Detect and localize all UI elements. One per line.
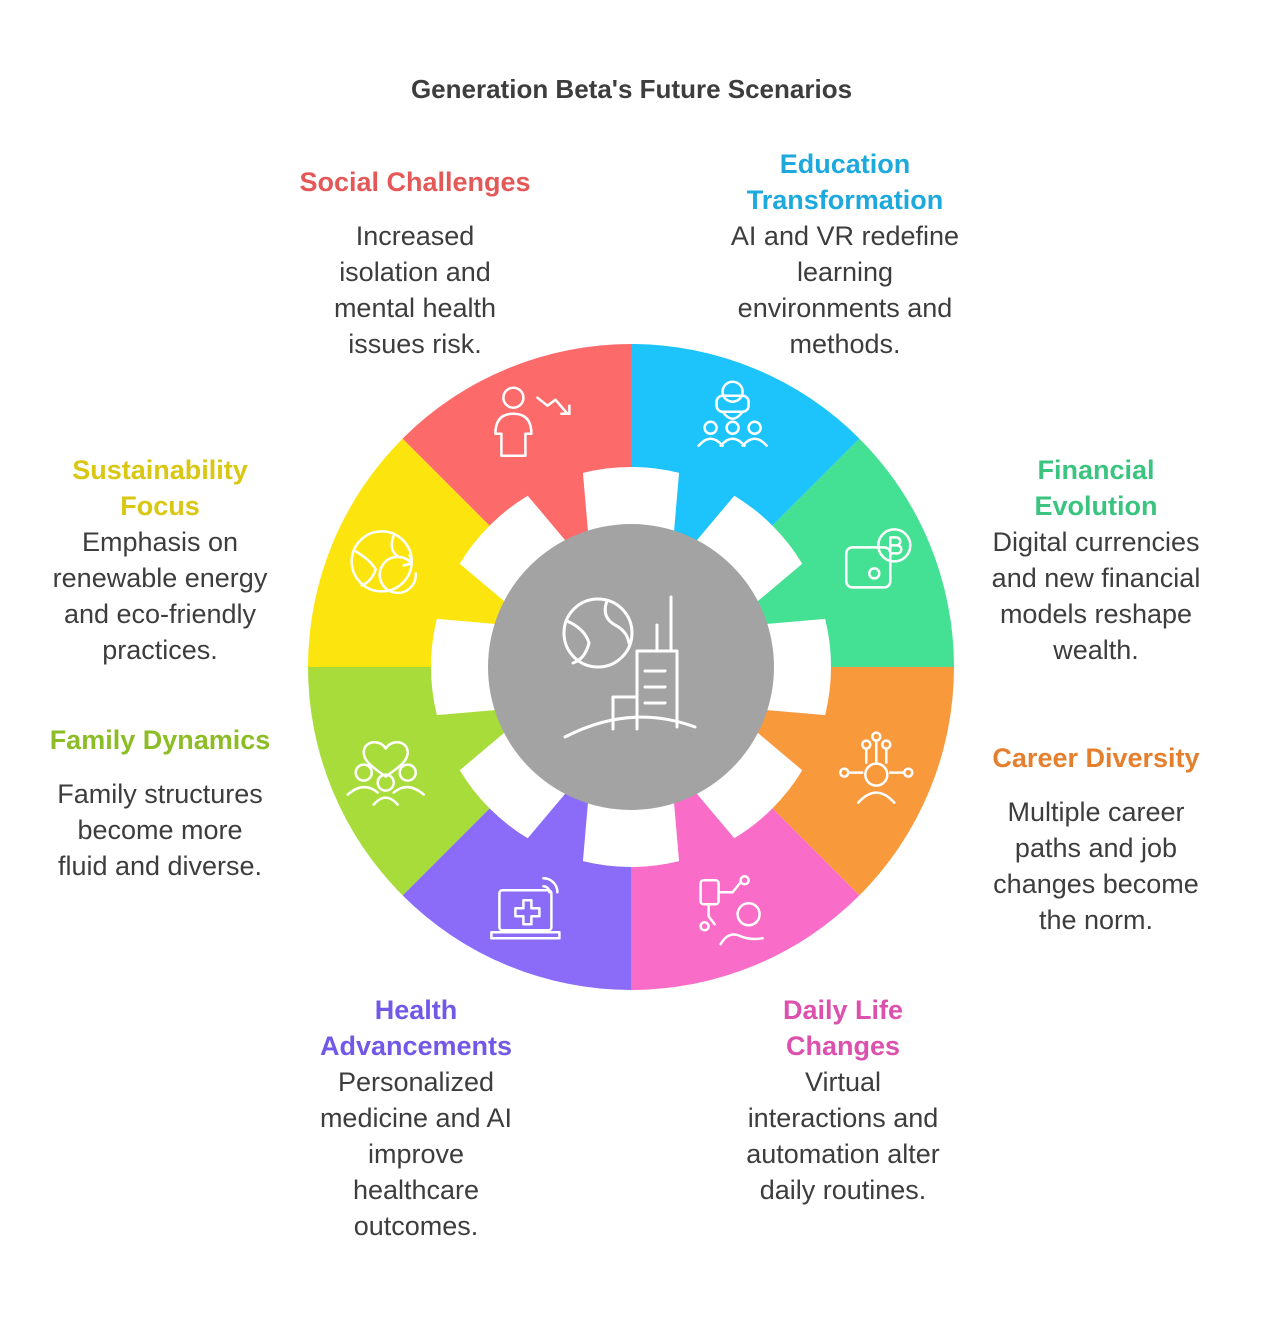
desc-line: interactions and — [747, 1103, 939, 1133]
title-line: Health — [374, 995, 458, 1025]
title-line: Family Dynamics — [49, 725, 271, 755]
title-line: Social Challenges — [299, 167, 531, 197]
desc-health: Personalized medicine and AI improve health… — [286, 1064, 546, 1244]
title-social: Social Challenges — [280, 164, 550, 200]
desc-line: AI and VR redefine — [730, 221, 960, 251]
desc-line: fluid and diverse. — [57, 851, 263, 881]
desc-financial: Digital currencies and new financial model… — [966, 524, 1226, 668]
desc-line: wealth. — [1053, 635, 1139, 665]
center-disk — [488, 524, 774, 810]
desc-line: methods. — [789, 329, 901, 359]
desc-line: Increased — [355, 221, 475, 251]
desc-line: healthcare — [352, 1175, 480, 1205]
title-line: Transformation — [746, 185, 944, 215]
segment-career — [754, 667, 954, 896]
desc-line: isolation and — [339, 257, 491, 287]
robot-arm-person-icon — [699, 875, 764, 946]
desc-line: Multiple career — [1007, 797, 1185, 827]
vr-headset-group-icon — [697, 380, 768, 447]
segment-daily — [631, 790, 860, 990]
title-line: Sustainability — [72, 455, 248, 485]
title-line: Evolution — [1034, 491, 1158, 521]
desc-line: mental health — [333, 293, 497, 323]
desc-daily: Virtual interactions and automation alter d… — [713, 1064, 973, 1208]
title-line: Advancements — [319, 1031, 513, 1061]
desc-education: AI and VR redefine learning environments a… — [700, 218, 990, 362]
desc-line: become more — [77, 815, 243, 845]
desc-line: models reshape — [999, 599, 1193, 629]
segment-financial — [754, 438, 954, 667]
desc-line: practices. — [102, 635, 218, 665]
desc-line: the norm. — [1038, 905, 1154, 935]
desc-line: outcomes. — [353, 1211, 479, 1241]
desc-line: and eco-friendly — [63, 599, 257, 629]
label-career: Career Diversity Multiple career paths an… — [966, 740, 1226, 938]
person-trend-down-icon — [494, 386, 571, 457]
segment-social — [402, 344, 631, 544]
page-title: Generation Beta's Future Scenarios — [410, 74, 853, 104]
title-career: Career Diversity — [966, 740, 1226, 776]
title-line: Financial — [1037, 455, 1155, 485]
desc-line: issues risk. — [348, 329, 482, 359]
desc-line: learning — [796, 257, 894, 287]
desc-line: daily routines. — [759, 1175, 927, 1205]
label-family: Family Dynamics Family structures become … — [30, 722, 290, 884]
desc-career: Multiple career paths and job changes beco… — [966, 794, 1226, 938]
desc-line: automation alter — [746, 1139, 940, 1169]
desc-line: and new financial — [991, 563, 1201, 593]
desc-line: medicine and AI — [319, 1103, 513, 1133]
label-social: Social Challenges Increased isolation and… — [280, 164, 550, 362]
desc-line: Virtual — [804, 1067, 882, 1097]
laptop-medical-icon — [490, 877, 561, 940]
person-network-icon — [839, 731, 914, 804]
title-line: Changes — [785, 1031, 901, 1061]
title-line: Daily Life — [782, 995, 904, 1025]
desc-line: improve — [367, 1139, 465, 1169]
desc-line: paths and job — [1014, 833, 1178, 863]
desc-line: Personalized — [337, 1067, 495, 1097]
title-family: Family Dynamics — [30, 722, 290, 758]
title-line: Focus — [120, 491, 200, 521]
desc-line: Emphasis on — [81, 527, 239, 557]
title-line: Career Diversity — [992, 743, 1200, 773]
desc-family: Family structures become more fluid and di… — [30, 776, 290, 884]
wallet-bitcoin-icon — [845, 528, 912, 589]
title-line: Education — [779, 149, 911, 179]
desc-line: Digital currencies — [992, 527, 1200, 557]
desc-line: Family structures — [57, 779, 263, 809]
segment-sustainability — [308, 438, 508, 667]
globe-recycle-icon — [350, 530, 417, 595]
family-heart-icon — [346, 741, 425, 806]
desc-line: environments and — [737, 293, 953, 323]
desc-sustainability: Emphasis on renewable energy and eco-frien… — [30, 524, 290, 668]
desc-line: changes become — [993, 869, 1199, 899]
globe-city-icon — [562, 595, 697, 739]
desc-social: Increased isolation and mental health issue… — [280, 218, 550, 362]
desc-line: renewable energy — [52, 563, 268, 593]
